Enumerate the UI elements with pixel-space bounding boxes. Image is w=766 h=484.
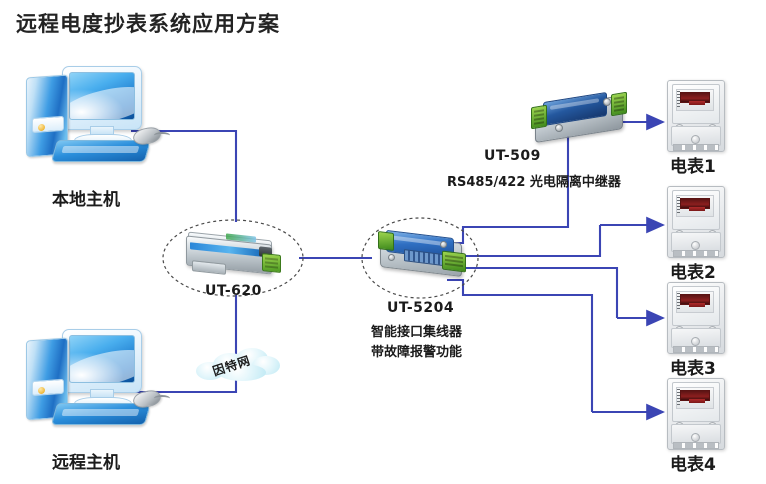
ut5204-sublabel-2: 带故障报警功能: [371, 345, 463, 360]
screw-icon: [555, 124, 563, 132]
monitor-frame: [62, 66, 142, 130]
meter-terminal-strip: [673, 346, 719, 353]
meter-terminal-strip: [673, 144, 719, 151]
terminal-block-left-icon: [531, 104, 547, 130]
local-host-label: 本地主机: [52, 190, 120, 210]
meter-display-secondary: [689, 207, 705, 211]
meter-scale-ticks: [677, 293, 680, 311]
ut5204-sublabel-1: 智能接口集线器: [371, 325, 463, 340]
electricity-meter-2[interactable]: [667, 186, 725, 258]
electricity-meter-1[interactable]: [667, 80, 725, 152]
meter-scale-ticks: [677, 197, 680, 215]
screw-icon: [440, 241, 447, 248]
screw-icon: [603, 98, 611, 106]
meter-seal-icon: [691, 135, 700, 144]
meter-3-label: 电表3: [670, 359, 716, 379]
terminal-block-right-icon: [442, 250, 466, 273]
ut620-device[interactable]: [182, 231, 286, 278]
ut5204-label: UT-5204: [387, 300, 455, 316]
meter-1-label: 电表1: [670, 157, 716, 177]
meter-display-secondary: [689, 399, 705, 403]
meter-seal-icon: [691, 241, 700, 250]
meter-4-label: 电表4: [670, 455, 716, 475]
local-host-computer[interactable]: [18, 62, 170, 167]
terminal-block-icon: [262, 253, 281, 273]
ut620-label: UT-620: [205, 283, 262, 299]
screw-icon: [388, 254, 395, 261]
meter-scale-ticks: [677, 91, 680, 109]
ut509-sublabel: RS485/422 光电隔离中继器: [447, 175, 621, 190]
ut509-device[interactable]: [525, 91, 633, 148]
meter-seal-icon: [691, 337, 700, 346]
mouse-cord: [154, 132, 170, 139]
meter-2-label: 电表2: [670, 263, 716, 283]
meter-display-secondary: [689, 303, 705, 307]
terminal-block-left-icon: [378, 231, 394, 251]
meter-scale-ticks: [677, 389, 680, 407]
electricity-meter-4[interactable]: [667, 378, 725, 450]
electricity-meter-3[interactable]: [667, 282, 725, 354]
monitor-frame: [62, 329, 142, 393]
meter-terminal-strip: [673, 442, 719, 449]
internet-cloud: 因特网: [196, 348, 282, 384]
meter-terminal-strip: [673, 250, 719, 257]
terminal-block-right-icon: [611, 91, 627, 117]
ut5204-device[interactable]: [370, 228, 474, 284]
monitor-screen: [69, 72, 135, 120]
meter-display-secondary: [689, 101, 705, 105]
monitor-screen: [69, 335, 135, 383]
remote-host-computer[interactable]: [18, 325, 170, 430]
mouse-cord: [154, 395, 170, 402]
remote-host-label: 远程主机: [52, 453, 120, 473]
page-title: 远程电度抄表系统应用方案: [16, 12, 280, 36]
mounting-bracket: [192, 260, 226, 275]
meter-seal-icon: [691, 433, 700, 442]
ut509-label: UT-509: [484, 148, 541, 164]
cloud-puff: [218, 364, 266, 381]
